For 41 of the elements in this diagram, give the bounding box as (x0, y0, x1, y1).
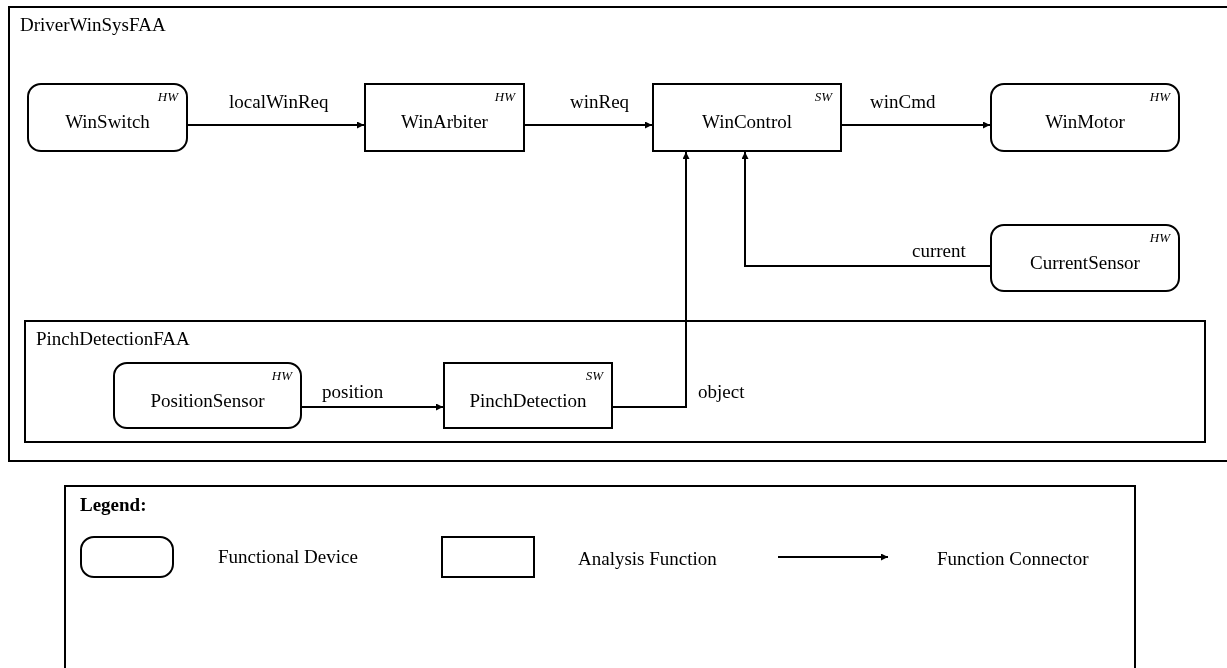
type-tag: HW (494, 89, 515, 105)
group-frame (24, 320, 1206, 443)
node-name: WinControl (701, 111, 793, 133)
legend-title: Legend: (80, 494, 147, 516)
node-name: PinchDetection (468, 390, 588, 412)
edge-label: current (912, 240, 966, 262)
node-name: WinArbiter (400, 111, 489, 133)
group-title: PinchDetectionFAA (36, 328, 190, 350)
connector-arrow (301, 403, 444, 411)
function-box (443, 362, 613, 429)
group-title: DriverWinSysFAA (20, 14, 166, 36)
device-box (113, 362, 302, 429)
device-box (990, 83, 1180, 152)
edge-label: position (322, 381, 384, 403)
type-tag: SW (814, 89, 832, 105)
legend-text: Functional Device (218, 546, 358, 568)
edge-label: object (698, 381, 745, 403)
device-box (27, 83, 188, 152)
type-tag: HW (1149, 230, 1170, 246)
node-name: WinSwitch (64, 111, 151, 133)
edge-label: winReq (570, 91, 630, 113)
legend-text: Analysis Function (578, 548, 717, 570)
function-box (364, 83, 525, 152)
type-tag: SW (585, 368, 603, 384)
connector-arrow (841, 121, 991, 129)
type-tag: HW (271, 368, 292, 384)
edge-label: localWinReq (229, 91, 329, 113)
device-box (990, 224, 1180, 292)
type-tag: HW (157, 89, 178, 105)
connector-arrow (741, 151, 991, 267)
node-name: CurrentSensor (1029, 252, 1141, 274)
connector-arrow (524, 121, 653, 129)
node-name: PositionSensor (149, 390, 266, 412)
node-name: WinMotor (1044, 111, 1126, 133)
type-tag: HW (1149, 89, 1170, 105)
connector-arrow (187, 121, 365, 129)
connector-arrow (612, 151, 690, 408)
group-frame (8, 6, 1227, 462)
function-box (652, 83, 842, 152)
legend-text: Function Connector (937, 548, 1089, 570)
edge-label: winCmd (870, 91, 936, 113)
